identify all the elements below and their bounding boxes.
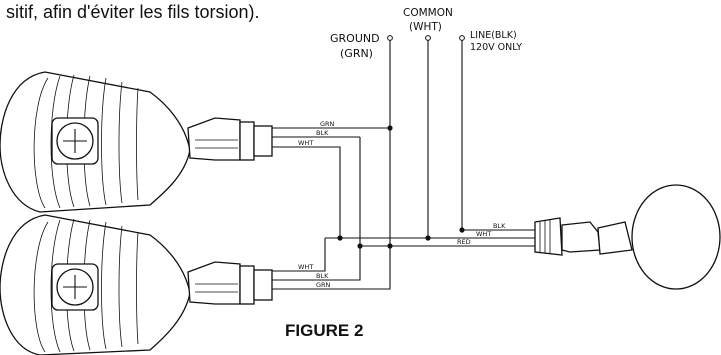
- caption-text: sitif, afin d'éviter les fils torsion).: [6, 2, 260, 22]
- wire-label-right-blk: BLK: [493, 222, 506, 230]
- wire-label-bottom-grn: GRN: [316, 281, 331, 289]
- ground-color-label: (GRN): [340, 47, 373, 60]
- figure-title: FIGURE 2: [285, 321, 363, 340]
- wire-label-bottom-wht: WHT: [298, 263, 313, 271]
- wire-label-top-wht: WHT: [298, 139, 313, 147]
- ground-label: GROUND: [330, 32, 380, 45]
- junction-dots: [337, 125, 465, 249]
- bottom-lamp-fixture: [0, 214, 273, 355]
- common-terminal: [425, 35, 431, 41]
- common-color-label: (WHT): [409, 21, 442, 33]
- wire-label-right-red: RED: [457, 238, 471, 246]
- supply-wires: [389, 40, 463, 238]
- motion-sensor: [534, 184, 721, 290]
- top-lamp-fixture: [0, 71, 273, 213]
- bottom-fixture-wires: [272, 128, 391, 290]
- line-label: LINE(BLK): [470, 30, 517, 41]
- wire-label-right-wht: WHT: [476, 230, 491, 238]
- wire-label-top-grn: GRN: [320, 120, 335, 128]
- wire-label-bottom-blk: BLK: [316, 272, 329, 280]
- line-terminal: [459, 35, 465, 41]
- wire-label-top-blk: BLK: [316, 129, 329, 137]
- common-label: COMMON: [403, 7, 453, 19]
- ground-terminal: [387, 35, 393, 41]
- voltage-label: 120V ONLY: [470, 42, 522, 53]
- top-fixture-wires: [272, 127, 390, 238]
